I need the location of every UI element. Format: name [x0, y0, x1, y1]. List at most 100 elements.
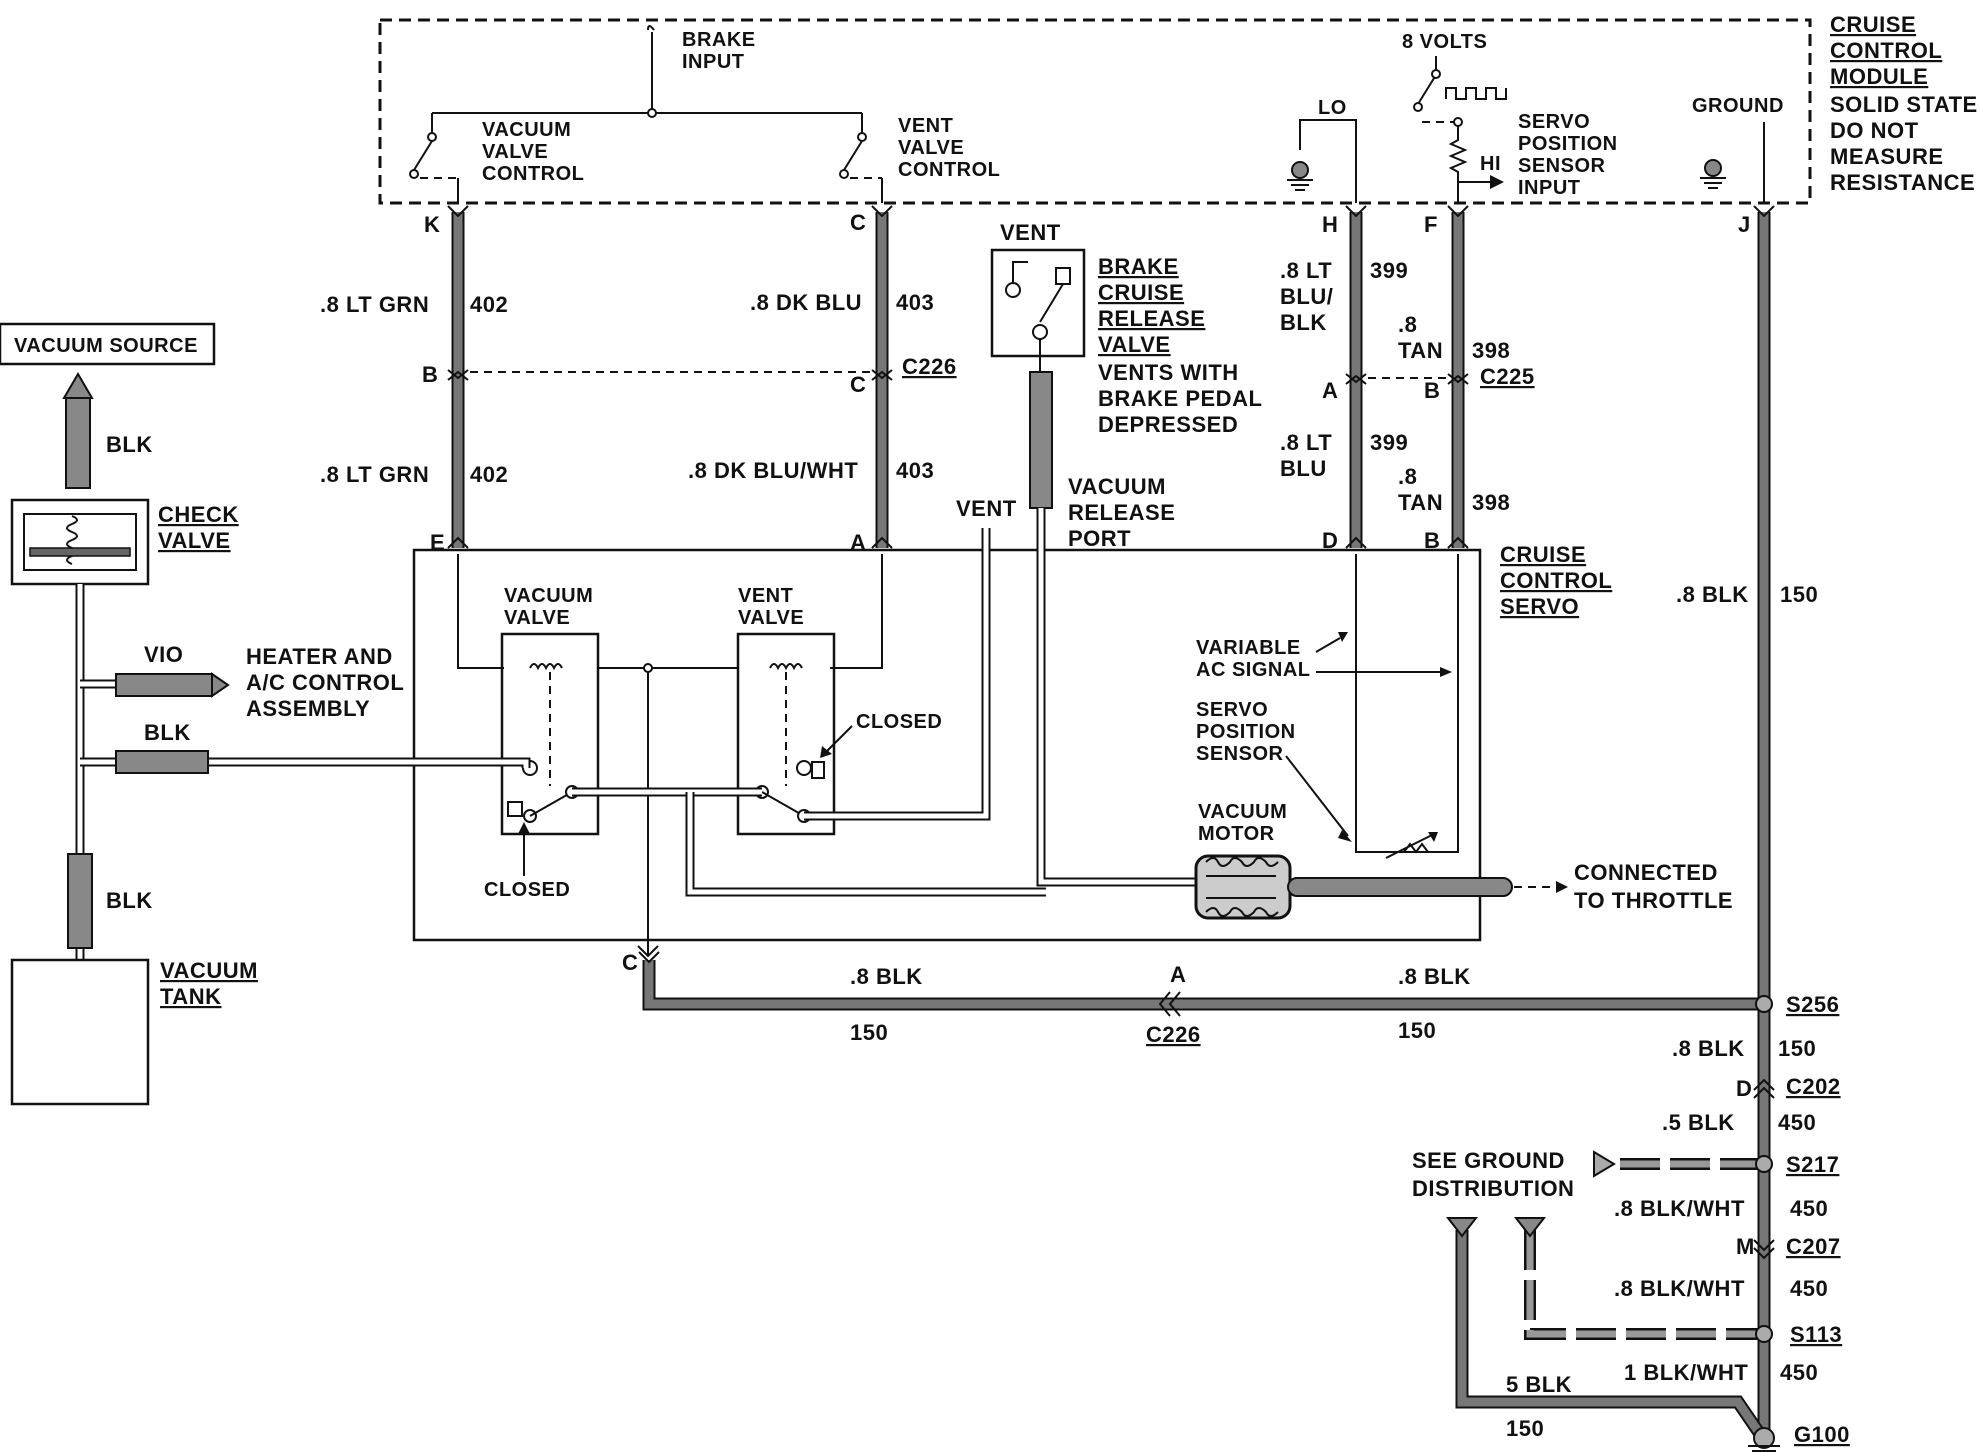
vacuum-valve-box	[500, 632, 600, 836]
brake-release-title-2: CRUISE	[1098, 280, 1184, 305]
w150-s256-circuit: 150	[1778, 1036, 1816, 1061]
vent-valve-label-2: VALVE	[738, 607, 804, 629]
w403-top-color: .8 DK BLU	[750, 290, 862, 315]
sps-input-2: POSITION	[1518, 133, 1618, 155]
module-ground-label: GROUND	[1692, 95, 1784, 117]
variable-ac-1: VARIABLE	[1196, 637, 1301, 659]
w150-g100-color: 5 BLK	[1506, 1372, 1572, 1397]
see-ground-1: SEE GROUND	[1412, 1148, 1565, 1173]
w450-s217-circuit: 450	[1790, 1196, 1828, 1221]
vent-valve-control-label-2: VALVE	[898, 137, 964, 159]
servo-title-3: SERVO	[1500, 594, 1579, 619]
w399-top-circuit: 399	[1370, 258, 1408, 283]
servo-resistor-icon	[1448, 126, 1468, 203]
vacuum-release-port-2: RELEASE	[1068, 500, 1175, 525]
c202-label: C202	[1786, 1074, 1841, 1099]
w450-s217-color: .8 BLK/WHT	[1614, 1196, 1745, 1221]
pin-e: E	[430, 530, 445, 555]
pulse-waveform-icon	[1445, 87, 1507, 100]
w402-top-color: .8 LT GRN	[320, 292, 429, 317]
brake-release-desc-1: VENTS WITH	[1098, 360, 1239, 385]
s217-label: S217	[1786, 1152, 1839, 1177]
w402-bot-circuit: 402	[470, 462, 508, 487]
vent-valve-coil-icon	[769, 663, 803, 671]
heater-label-2: A/C CONTROL	[246, 670, 404, 695]
vio-hose	[115, 673, 213, 697]
w398-top-color-1: .8	[1398, 312, 1417, 337]
sps-2: POSITION	[1196, 721, 1296, 743]
module-outline	[378, 18, 1812, 205]
w402-bot-color: .8 LT GRN	[320, 462, 429, 487]
closed-right-label: CLOSED	[856, 711, 942, 733]
w399-bot-color-2: BLU	[1280, 456, 1327, 481]
brake-input-lines	[431, 25, 863, 133]
connector-c225-label: C225	[1480, 364, 1535, 389]
c226-bottom-connector	[1158, 991, 1181, 1017]
w399-top-color-2: BLU/	[1280, 284, 1333, 309]
sps-1: SERVO	[1196, 699, 1268, 721]
vacuum-source-box	[0, 322, 216, 366]
vacuum-tank-box	[10, 958, 150, 1106]
brake-release-desc-3: DEPRESSED	[1098, 412, 1238, 437]
w150-g100-circuit: 150	[1506, 1416, 1544, 1441]
vacuum-valve-control-label-3: CONTROL	[482, 163, 584, 185]
c207-label: C207	[1786, 1234, 1841, 1259]
check-valve-box	[10, 498, 150, 586]
vent-valve-label-1: VENT	[738, 585, 793, 607]
sps-input-1: SERVO	[1518, 111, 1590, 133]
w450-s113-circuit: 450	[1780, 1360, 1818, 1385]
check-valve-spring-icon	[66, 515, 78, 565]
w150-j-color: .8 BLK	[1676, 582, 1749, 607]
wire-labels: .8 LT GRN 402 .8 LT GRN 402 .8 DK BLU 40…	[320, 258, 1828, 1441]
blk-top-hose	[65, 397, 91, 489]
servo-outline	[412, 548, 1482, 942]
pin-a-bottom: A	[1170, 962, 1186, 987]
brake-release-title-3: RELEASE	[1098, 306, 1205, 331]
module-note-4: RESISTANCE	[1830, 170, 1975, 195]
pin-a-c225: A	[1322, 378, 1338, 403]
blk-bottom-hose	[67, 853, 93, 949]
brake-input-label-2: INPUT	[682, 51, 745, 73]
w403-bot-circuit: 403	[896, 458, 934, 483]
w150-s256-color: .8 BLK	[1672, 1036, 1745, 1061]
hi-arrow-icon	[1490, 175, 1504, 189]
c202-connector	[1753, 1078, 1775, 1099]
cruise-control-module: CRUISE CONTROL MODULE SOLID STATE DO NOT…	[378, 12, 1977, 205]
ground-circuit: C A C226 S256 D C202 S217 SEE GROUND DIS…	[622, 950, 1850, 1452]
w398-bot-color-1: .8	[1398, 464, 1417, 489]
ground-arrow-left-icon	[1445, 1217, 1479, 1238]
w150-j-circuit: 150	[1780, 582, 1818, 607]
vacuum-tank-label-1: VACUUM	[160, 958, 258, 983]
vio-label: VIO	[144, 642, 183, 667]
module-title-3: MODULE	[1830, 64, 1928, 89]
brake-release-valve-box	[990, 248, 1086, 358]
check-valve-label-2: VALVE	[158, 528, 231, 553]
pin-m-c207: M	[1736, 1234, 1755, 1259]
g100-label: G100	[1794, 1422, 1850, 1447]
brake-release-title-4: VALVE	[1098, 332, 1171, 357]
s217-arrow-icon	[1593, 1150, 1616, 1178]
vacuum-tank-label-2: TANK	[160, 984, 221, 1009]
module-note-3: MEASURE	[1830, 144, 1944, 169]
ground-arrow-right-icon	[1513, 1217, 1547, 1238]
blk-mid-label: BLK	[144, 720, 191, 745]
w150-bl-color: .8 BLK	[850, 964, 923, 989]
wiring	[451, 212, 1771, 1444]
vacuum-valve-control-label-1: VACUUM	[482, 119, 571, 141]
connector-c225	[1345, 373, 1469, 385]
sps-3: SENSOR	[1196, 743, 1284, 765]
s256-label: S256	[1786, 992, 1839, 1017]
w450-c202-color: .5 BLK	[1662, 1110, 1735, 1135]
connector-c226-top	[447, 369, 893, 381]
s113-label: S113	[1790, 1322, 1842, 1347]
brake-release-desc-2: BRAKE PEDAL	[1098, 386, 1262, 411]
servo-title-1: CRUISE	[1500, 542, 1586, 567]
w398-bot-color-2: TAN	[1398, 490, 1443, 515]
w450-c207-circuit: 450	[1790, 1276, 1828, 1301]
w403-top-circuit: 403	[896, 290, 934, 315]
blk-bottom-label: BLK	[106, 888, 153, 913]
pin-d: D	[1322, 528, 1338, 553]
sps-input-3: SENSOR	[1518, 155, 1606, 177]
pin-d-c202: D	[1736, 1076, 1752, 1101]
